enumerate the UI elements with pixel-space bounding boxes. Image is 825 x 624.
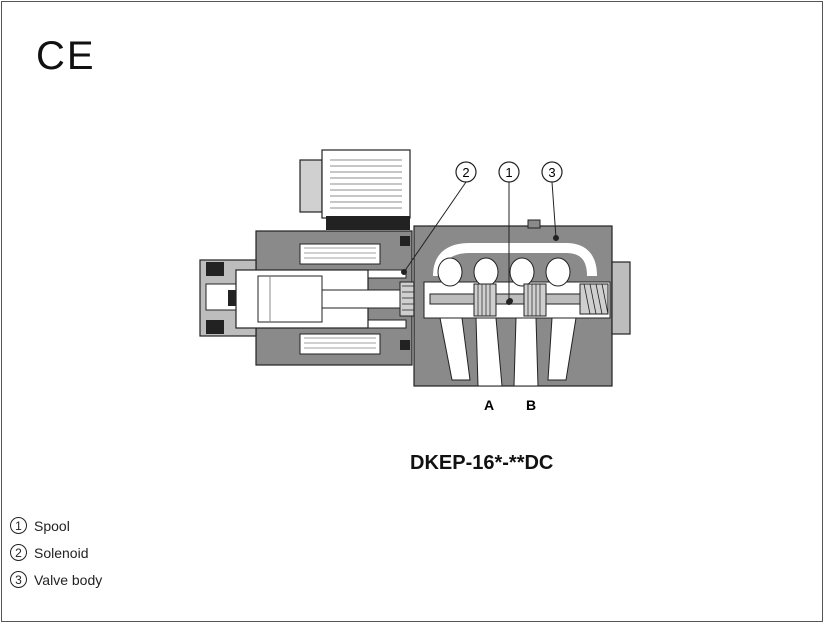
legend-item-spool: 1 Spool: [10, 512, 102, 539]
svg-text:2: 2: [462, 165, 469, 180]
legend: 1 Spool 2 Solenoid 3 Valve body: [10, 512, 102, 593]
legend-label: Spool: [34, 517, 70, 534]
electrical-connector: [299, 149, 411, 230]
svg-text:1: 1: [505, 165, 512, 180]
legend-number: 3: [10, 571, 27, 588]
callout-1: 1: [498, 161, 520, 183]
callout-2: 2: [455, 161, 477, 183]
legend-label: Solenoid: [34, 544, 89, 561]
legend-number: 2: [10, 544, 27, 561]
model-title: DKEP-16*-**DC: [410, 452, 554, 474]
callout-3: 3: [541, 161, 563, 183]
spool: [429, 283, 609, 317]
callout-leaders: [401, 181, 559, 305]
legend-number: 1: [10, 517, 27, 534]
svg-text:3: 3: [548, 165, 555, 180]
legend-label: Valve body: [34, 571, 103, 588]
armature: [235, 269, 425, 329]
legend-item-solenoid: 2 Solenoid: [10, 539, 102, 566]
port-label-b: B: [526, 397, 536, 413]
port-label-a: A: [484, 397, 494, 413]
legend-item-valve-body: 3 Valve body: [10, 566, 102, 593]
ce-mark: CE: [36, 34, 96, 78]
